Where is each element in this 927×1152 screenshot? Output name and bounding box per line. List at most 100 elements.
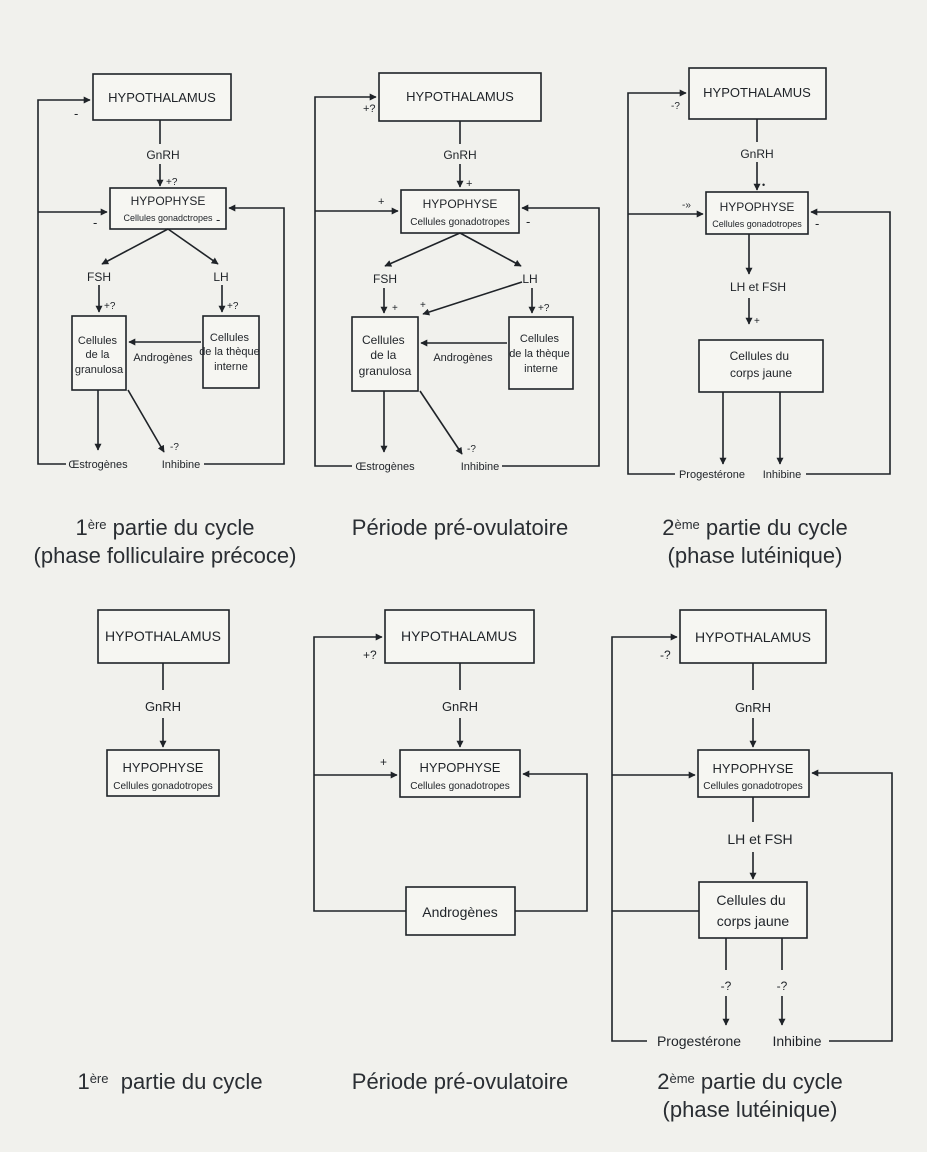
gnrh-sign: +? <box>166 177 178 188</box>
connector-arrow <box>419 390 463 455</box>
caption-line2: (phase lutéinique) <box>662 1097 838 1122</box>
connector-arrow <box>459 232 522 267</box>
caption-first-part-simple: 1ère partie du cycle <box>77 1069 263 1094</box>
hypophyse-label: HYPOPHYSE <box>423 197 498 211</box>
caption-line1: 2ème partie du cycle <box>662 515 848 540</box>
theque-box <box>202 315 260 389</box>
caption-line1: 2ème partie du cycle <box>657 1069 843 1094</box>
hypothalamus-box <box>92 73 232 121</box>
hypophyse-left-sign: - <box>93 215 97 230</box>
panel-early-follicular-text: HYPOTHALAMUS HYPOPHYSE Cellules gonadctr… <box>68 90 259 471</box>
panel-luteal-simple-text: HYPOTHALAMUS -? GnRH HYPOPHYSE Cellules … <box>657 629 822 1049</box>
panel-pre-ovulatory-text: HYPOTHALAMUS HYPOPHYSE Cellules gonadotr… <box>355 89 569 473</box>
hypophyse-box <box>109 187 227 230</box>
progesterone-sign: -? <box>721 979 732 993</box>
inhibine-label: Inhibine <box>763 469 802 481</box>
granulosa-box <box>71 315 127 391</box>
corps-jaune-box <box>698 339 824 393</box>
hypophyse-sublabel: Cellules gonadotropes <box>703 781 803 792</box>
theque-box <box>508 316 574 390</box>
hypophyse-left-sign: + <box>378 196 384 208</box>
inhibine-label: Inhibine <box>162 459 201 471</box>
connector-arrow <box>515 770 588 912</box>
hypophyse-left-sign: -» <box>682 200 691 211</box>
caption-line1: 1ère partie du cycle <box>75 515 255 540</box>
fsh-sign: +? <box>104 301 116 312</box>
panel-first-part-simple <box>97 609 230 797</box>
hypothalamus-label: HYPOTHALAMUS <box>401 628 517 644</box>
hypothalamus-feedback-sign: +? <box>363 103 376 115</box>
oestrogenes-label: Œstrogènes <box>68 459 128 471</box>
granulosa-label: Cellules de la granulosa <box>359 333 412 378</box>
hypothalamus-label: HYPOTHALAMUS <box>695 629 811 645</box>
inhibine-sign: -? <box>777 979 788 993</box>
hypophyse-sublabel: Cellules gonadotropes <box>410 781 510 792</box>
hypophyse-box <box>399 749 521 798</box>
hypothalamus-feedback-sign: +? <box>363 648 377 662</box>
panel-early-follicular <box>37 73 285 465</box>
gnrh-label: GnRH <box>146 148 179 162</box>
hypophyse-right-sign: - <box>815 216 819 231</box>
hypothalamus-box <box>688 67 827 120</box>
caption-luteal-simple: 2ème partie du cycle (phase lutéinique) <box>620 1068 880 1124</box>
oestrogen-feedback-loop <box>37 96 91 465</box>
oestrogenes-label: Œstrogènes <box>355 461 415 473</box>
gnrh-label: GnRH <box>145 699 181 714</box>
hypophyse-label: HYPOPHYSE <box>713 761 794 776</box>
hypophyse-sublabel: Cellules gonadotropes <box>410 217 510 228</box>
gnrh-label: GnRH <box>443 148 476 162</box>
gnrh-sign: + <box>466 178 472 190</box>
hypothalamus-box <box>378 72 542 122</box>
lh-fsh-label: LH et FSH <box>730 280 786 294</box>
gnrh-label: GnRH <box>740 147 773 161</box>
hypophyse-box <box>705 191 809 235</box>
granulosa-box <box>351 316 419 392</box>
androgenes-label: Androgènes <box>133 352 193 364</box>
hypophyse-sublabel: Cellules gonadotropes <box>113 781 213 792</box>
connector-arrow <box>313 633 406 912</box>
panel-luteal <box>627 67 891 475</box>
inhibine-label: Inhibine <box>772 1033 821 1049</box>
hypothalamus-feedback-sign: - <box>74 106 78 121</box>
lh-fsh-label: LH et FSH <box>727 831 792 847</box>
connector-arrow <box>811 769 893 1042</box>
lh-sign: +? <box>227 301 239 312</box>
hypophyse-right-sign: - <box>526 214 530 229</box>
hypophyse-label: HYPOPHYSE <box>131 194 206 208</box>
hypophyse-sublabel: Cellules gonadctropes <box>123 213 213 223</box>
hypophyse-label: HYPOPHYSE <box>720 200 795 214</box>
panel-luteal-simple <box>611 609 893 1042</box>
panel-pre-ovulatory-simple <box>313 609 588 936</box>
lh-label: LH <box>213 270 228 284</box>
androgenes-label: Androgènes <box>422 904 498 920</box>
corps-jaune-box <box>698 881 808 939</box>
inhibine-arrow <box>127 389 165 453</box>
hypothalamus-label: HYPOTHALAMUS <box>703 85 811 100</box>
hypophyse-box <box>106 749 220 797</box>
hypothalamus-box <box>679 609 827 664</box>
fsh-label: FSH <box>373 272 397 286</box>
hypothalamus-label: HYPOTHALAMUS <box>108 90 216 105</box>
lh-fsh-sign: + <box>754 316 760 327</box>
lh-to-granulosa-arrow <box>422 281 523 316</box>
hypophyse-label: HYPOPHYSE <box>123 760 204 775</box>
inhibine-sign: -? <box>170 442 179 453</box>
androgenes-label: Androgènes <box>433 352 493 364</box>
caption-line2: (phase lutéinique) <box>667 543 843 568</box>
gnrh-label: GnRH <box>735 700 771 715</box>
fsh-branch-arrow <box>101 228 169 265</box>
androgenes-box <box>405 886 516 936</box>
lh-branch-arrow <box>167 228 219 265</box>
progesterone-label: Progestérone <box>657 1033 741 1049</box>
inhibine-feedback-loop <box>204 204 285 465</box>
connector-arrow <box>384 232 461 267</box>
lh-sign: +? <box>538 303 550 314</box>
hypothalamus-feedback-sign: -? <box>671 101 680 112</box>
caption-pre-ovulatory: Période pré-ovulatoire <box>351 515 569 540</box>
hypothalamus-label: HYPOTHALAMUS <box>406 89 514 104</box>
panel-first-part-simple-text: HYPOTHALAMUS GnRH HYPOPHYSE Cellules gon… <box>105 628 221 792</box>
caption-pre-ovulatory-simple: Période pré-ovulatoire <box>351 1069 569 1094</box>
gnrh-sign: • <box>762 180 765 190</box>
connector-arrow <box>611 633 678 1042</box>
hypophyse-left-sign: + <box>380 755 387 769</box>
